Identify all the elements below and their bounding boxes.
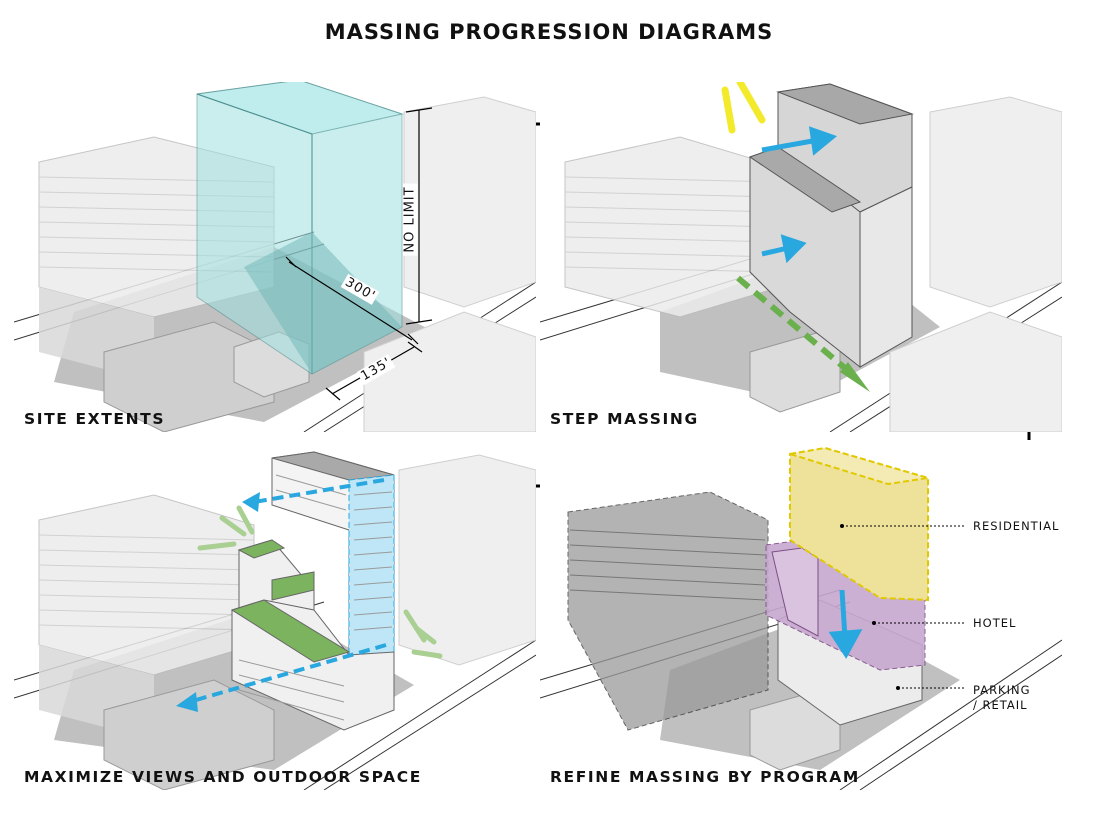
dim-label-height: NO LIMIT [402, 183, 418, 256]
label-hotel: HOTEL [973, 616, 1017, 630]
stepped-mass [748, 83, 914, 369]
panel-maximize-views: MAXIMIZE VIEWS AND OUTDOOR SPACE [14, 440, 536, 790]
panel-step-massing: STEP MASSING [540, 82, 1062, 432]
panel-refine-massing: RESIDENTIAL HOTEL PARKING / RETAIL REFIN… [540, 440, 1062, 790]
residential-mass [789, 446, 929, 602]
caption-refine-massing: REFINE MASSING BY PROGRAM [550, 768, 860, 786]
caption-maximize-views: MAXIMIZE VIEWS AND OUTDOOR SPACE [24, 768, 422, 786]
site-extents-drawing [14, 82, 536, 432]
maximize-views-drawing [14, 451, 536, 790]
sun-rays-icon [721, 82, 766, 134]
caption-site-extents: SITE EXTENTS [24, 410, 166, 428]
step-massing-drawing [540, 82, 1062, 432]
label-residential: RESIDENTIAL [973, 519, 1060, 533]
label-parking: PARKING [973, 683, 1031, 697]
panel-site-extents: NO LIMIT 300' 135' SITE EXTENTS [14, 82, 536, 432]
refine-massing-drawing [540, 446, 1062, 790]
label-retail: / RETAIL [973, 698, 1028, 712]
page-title: MASSING PROGRESSION DIAGRAMS [324, 20, 774, 44]
terraced-building [230, 451, 395, 731]
caption-step-massing: STEP MASSING [550, 410, 699, 428]
existing-building-dark [567, 491, 769, 731]
